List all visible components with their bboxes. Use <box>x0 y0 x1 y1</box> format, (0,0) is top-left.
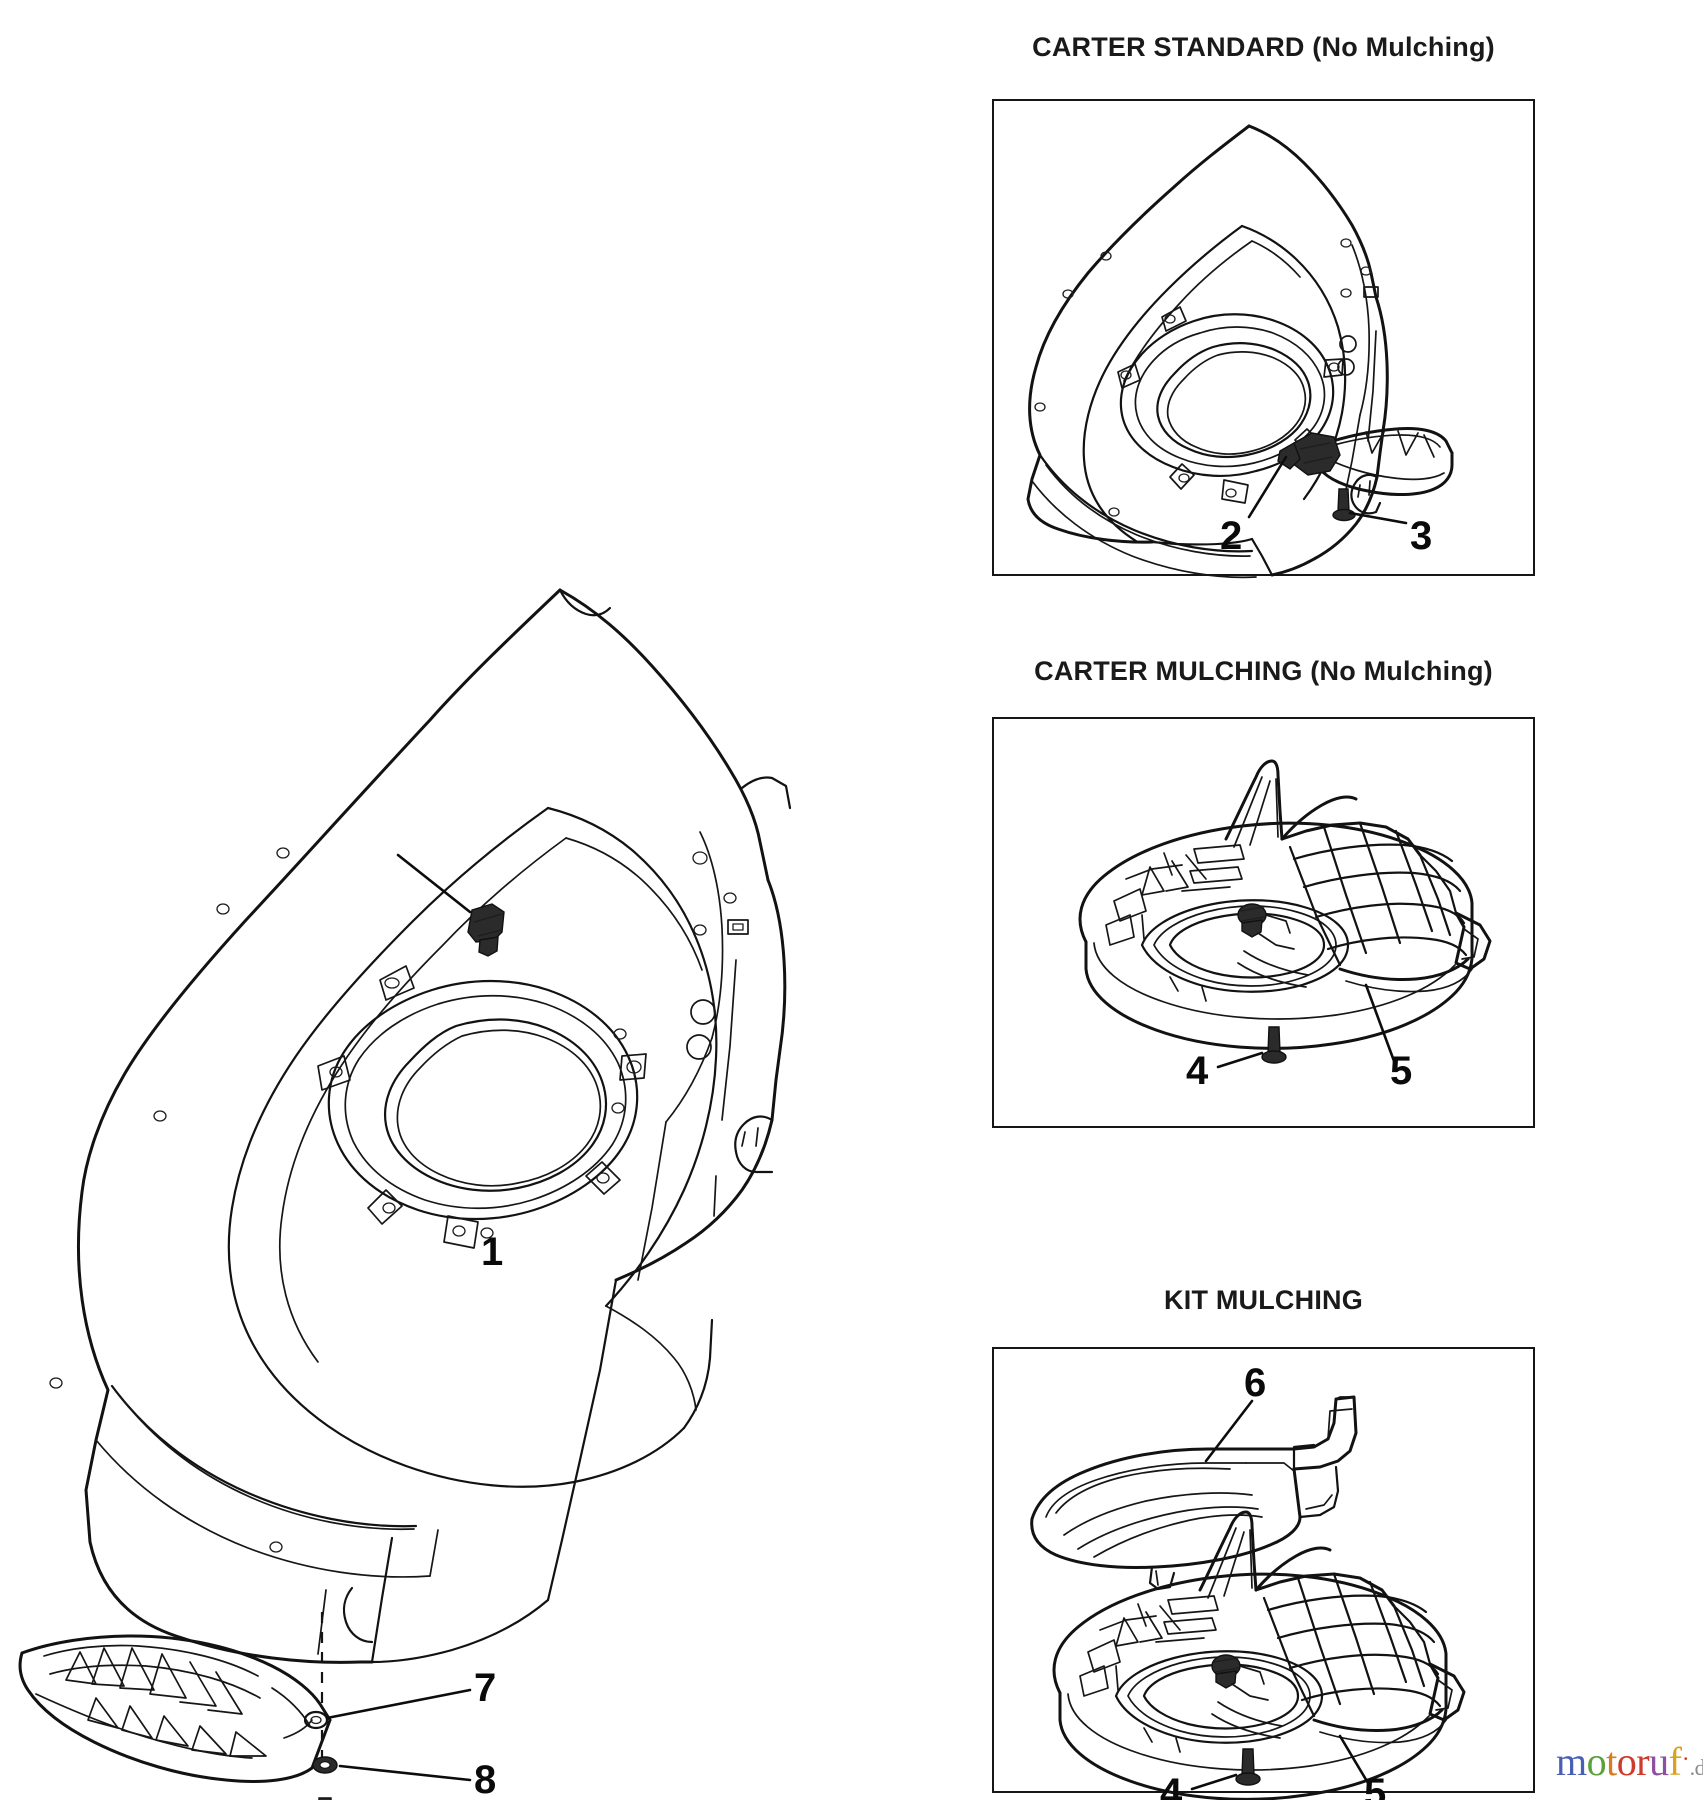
panel-1-callout-3: 3 <box>1410 514 1433 558</box>
panel-3-title: KIT MULCHING <box>1164 1285 1363 1315</box>
main-deck-figure <box>18 588 792 1800</box>
part-8-washer <box>312 1756 338 1774</box>
panel-2-callout-4: 4 <box>1186 1049 1209 1093</box>
leader-7 <box>325 1688 472 1720</box>
mulching-pivot-knob-2 <box>1211 1654 1241 1689</box>
kit-mulching-figure <box>1030 1395 1466 1800</box>
part-1-fastener <box>467 903 505 957</box>
watermark-suffix: .de <box>1689 1755 1703 1780</box>
watermark-dot: ˙ <box>1681 1752 1690 1781</box>
leader-3 <box>1348 511 1408 525</box>
panel-3-callout-6: 6 <box>1244 1361 1267 1405</box>
watermark-letter-3: o <box>1616 1739 1637 1784</box>
leader-2 <box>1247 455 1288 519</box>
panel-1-title: CARTER STANDARD (No Mulching) <box>1032 32 1495 62</box>
callout-7: 7 <box>474 1666 497 1710</box>
panel-2-box: 4 5 <box>992 717 1535 1128</box>
leader-6 <box>1204 1399 1254 1463</box>
mulching-pivot-knob <box>1237 903 1267 938</box>
panel-3-box: 6 4 5 <box>992 1347 1535 1800</box>
watermark-letter-2: t <box>1606 1739 1617 1784</box>
panel-3-callout-5: 5 <box>1364 1771 1387 1800</box>
carter-standard-figure <box>1026 124 1454 579</box>
watermark-letter-4: r <box>1636 1739 1650 1784</box>
panel-2-title: CARTER MULCHING (No Mulching) <box>1034 656 1493 686</box>
part-2-bracket <box>1277 432 1341 476</box>
callout-1: 1 <box>481 1230 504 1274</box>
watermark-letter-5: u <box>1649 1739 1669 1784</box>
part-4-screw-kit <box>1235 1748 1261 1786</box>
panel-3-callout-4: 4 <box>1160 1771 1183 1800</box>
part-6-mulching-plug <box>1030 1395 1358 1591</box>
leader-4 <box>1216 1051 1264 1069</box>
watermark-letter-1: o <box>1586 1739 1607 1784</box>
panel-1-callout-2: 2 <box>1220 514 1243 558</box>
hub-ring <box>317 965 647 1249</box>
motoruf-watermark: motoruf˙.de <box>1556 1738 1703 1785</box>
panel-1-box: 2 3 <box>992 99 1535 579</box>
watermark-letter-6: f <box>1668 1739 1682 1784</box>
leader-5 <box>1364 983 1396 1063</box>
leader-8 <box>338 1764 472 1782</box>
carter-mulching-figure <box>1078 759 1492 1069</box>
panel-2-callout-5: 5 <box>1390 1049 1413 1093</box>
callout-8: 8 <box>474 1758 497 1800</box>
deflector-shield <box>18 1634 332 1783</box>
watermark-letter-0: m <box>1556 1739 1587 1784</box>
leader-5-kit <box>1338 1734 1370 1785</box>
leader-4-kit <box>1190 1773 1238 1791</box>
part-4-screw <box>1261 1026 1287 1064</box>
leader-1 <box>396 853 472 914</box>
